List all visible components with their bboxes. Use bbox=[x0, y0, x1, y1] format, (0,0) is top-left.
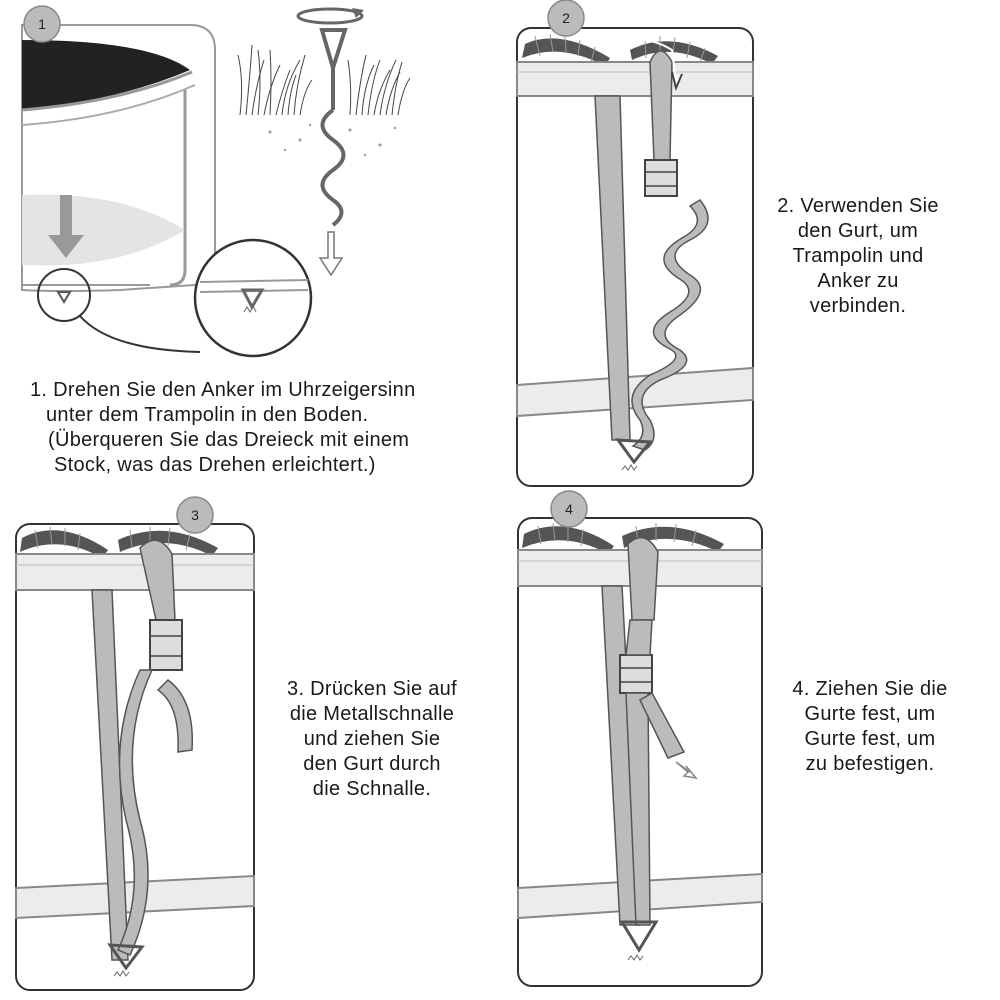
step-3-line: und ziehen Sie bbox=[303, 728, 441, 750]
step-3-line: 3. Drücken Sie auf bbox=[287, 678, 457, 700]
step-3-line: die Schnalle. bbox=[312, 778, 432, 800]
panel-2-badge: 2 bbox=[562, 10, 570, 26]
step-1-line: Stock, was das Drehen erleichtert.) bbox=[54, 454, 376, 476]
panel-4-illustration: 4 bbox=[517, 490, 763, 987]
step-2-line: den Gurt, um bbox=[797, 220, 919, 242]
step-3-line: den Gurt durch bbox=[303, 753, 441, 775]
step-1-line: 1. Drehen Sie den Anker im Uhrzeigersinn bbox=[30, 379, 416, 401]
panel-2-illustration: 2 bbox=[516, 0, 754, 487]
panel-1-illustration: 1 bbox=[21, 5, 411, 358]
step-4-line: zu befestigen. bbox=[805, 753, 935, 775]
step-2-line: verbinden. bbox=[809, 295, 907, 317]
step-4-line: 4. Ziehen Sie die bbox=[792, 678, 948, 700]
step-2-line: Anker zu bbox=[817, 270, 899, 292]
step-2-line: 2. Verwenden Sie bbox=[777, 195, 939, 217]
step-4-line: Gurte fest, um bbox=[804, 728, 936, 750]
step-1-caption: 1. Drehen Sie den Anker im Uhrzeigersinn… bbox=[30, 378, 416, 478]
step-1-line: unter dem Trampolin in den Boden. bbox=[46, 404, 369, 426]
step-3-line: die Metallschnalle bbox=[289, 703, 455, 725]
step-4-line: Gurte fest, um bbox=[804, 703, 936, 725]
panel-1-badge: 1 bbox=[38, 16, 46, 32]
step-2-line: Trampolin und bbox=[792, 245, 924, 267]
panel-3-badge: 3 bbox=[191, 507, 199, 523]
step-1-line: (Überqueren Sie das Dreieck mit einem bbox=[48, 429, 410, 451]
step-4-caption: 4. Ziehen Sie die Gurte fest, um Gurte f… bbox=[770, 677, 970, 777]
step-3-caption: 3. Drücken Sie auf die Metallschnalle un… bbox=[262, 677, 482, 802]
panel-4-badge: 4 bbox=[565, 501, 573, 517]
step-2-caption: 2. Verwenden Sie den Gurt, um Trampolin … bbox=[768, 194, 948, 319]
panel-3-illustration: 3 bbox=[15, 496, 255, 991]
